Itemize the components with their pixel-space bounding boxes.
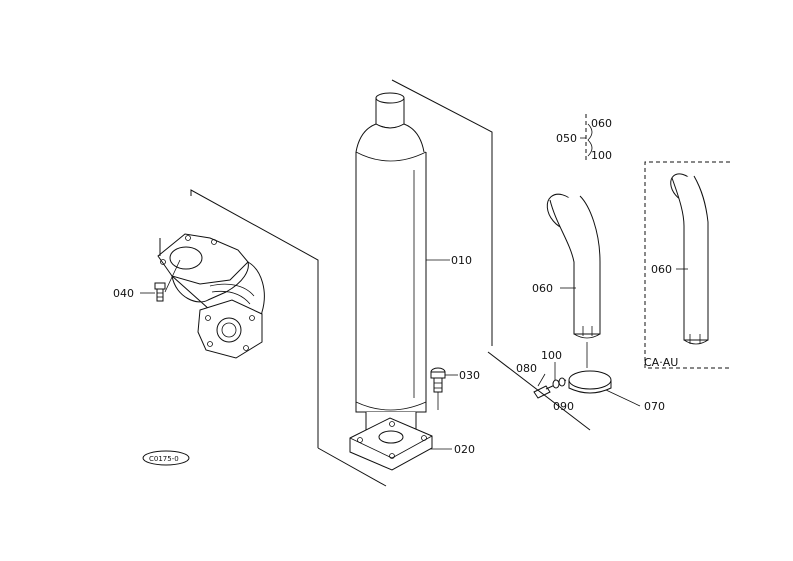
- variant-box: [644, 161, 730, 369]
- label-010: 010: [451, 254, 472, 267]
- pipe-clamp-070: [568, 370, 641, 407]
- label-100-range: 100: [591, 149, 612, 162]
- label-100: 100: [541, 349, 562, 362]
- bolt-030: [430, 367, 458, 410]
- tail-pipe: [546, 193, 601, 368]
- exhaust-manifold: [157, 189, 387, 487]
- flange-020: [349, 417, 452, 471]
- clamp-hardware: [533, 362, 567, 399]
- drawing-code-badge: [142, 450, 190, 466]
- label-060-pipe: 060: [532, 282, 553, 295]
- label-090: 090: [553, 400, 574, 413]
- label-050: 050: [556, 132, 577, 145]
- variant-label: CA·AU: [644, 356, 678, 369]
- label-060-alt: 060: [651, 263, 672, 276]
- muffler: [355, 79, 493, 431]
- label-020: 020: [454, 443, 475, 456]
- label-030: 030: [459, 369, 480, 382]
- label-060-range: 060: [591, 117, 612, 130]
- label-070: 070: [644, 400, 665, 413]
- label-080: 080: [516, 362, 537, 375]
- bolt-040: [140, 259, 181, 302]
- label-040: 040: [113, 287, 134, 300]
- range-bracket: [580, 114, 593, 162]
- drawing-code: C0175-0: [149, 455, 179, 463]
